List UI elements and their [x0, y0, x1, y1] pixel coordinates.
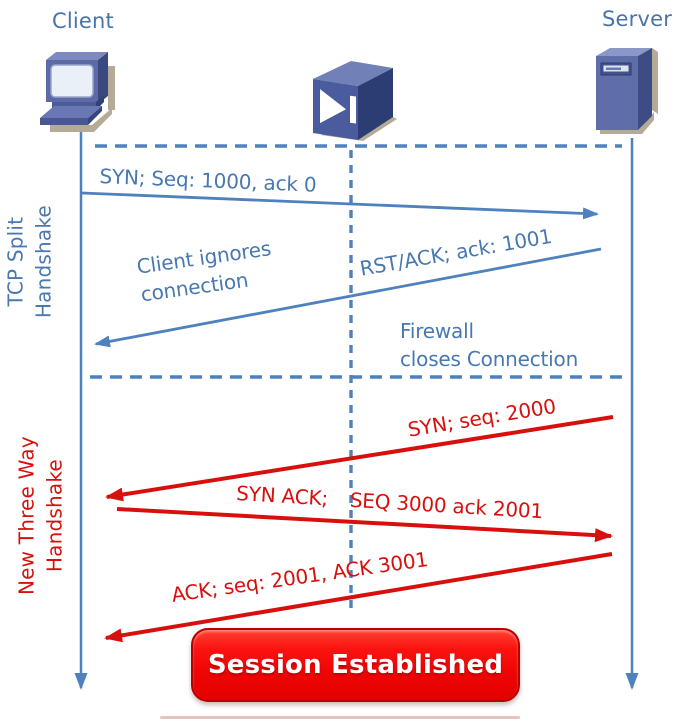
server-icon — [596, 48, 658, 134]
tcp-split-line1: TCP Split — [3, 216, 28, 307]
firewall-closes-line2: closes Connection — [400, 347, 579, 372]
tcp-split-handshake-label: TCP Split Handshake — [2, 192, 57, 332]
firewall-closes-line1: Firewall — [400, 319, 474, 343]
session-established-badge: Session Established — [191, 628, 520, 702]
syn2000-arrow — [105, 415, 614, 502]
syn-arrow — [81, 191, 599, 220]
server-title: Server — [602, 7, 673, 31]
new-three-way-line1: New Three Way — [14, 436, 39, 595]
client-title: Client — [52, 9, 114, 33]
new-three-way-line2: Handshake — [42, 459, 66, 573]
client-computer-icon — [40, 52, 115, 132]
session-established-text: Session Established — [207, 650, 504, 680]
firewall-icon — [313, 61, 397, 141]
new-three-way-handshake-label: New Three Way Handshake — [13, 411, 68, 621]
rst-ack-arrow — [94, 247, 602, 348]
firewall-closes-note: Firewall closes Connection — [400, 317, 578, 374]
badge-reflection — [160, 716, 520, 719]
syn-ack-arrow — [116, 507, 613, 543]
tcp-split-line2: Handshake — [31, 205, 55, 319]
ack-arrow — [104, 552, 613, 643]
skip-symbol — [320, 89, 356, 124]
